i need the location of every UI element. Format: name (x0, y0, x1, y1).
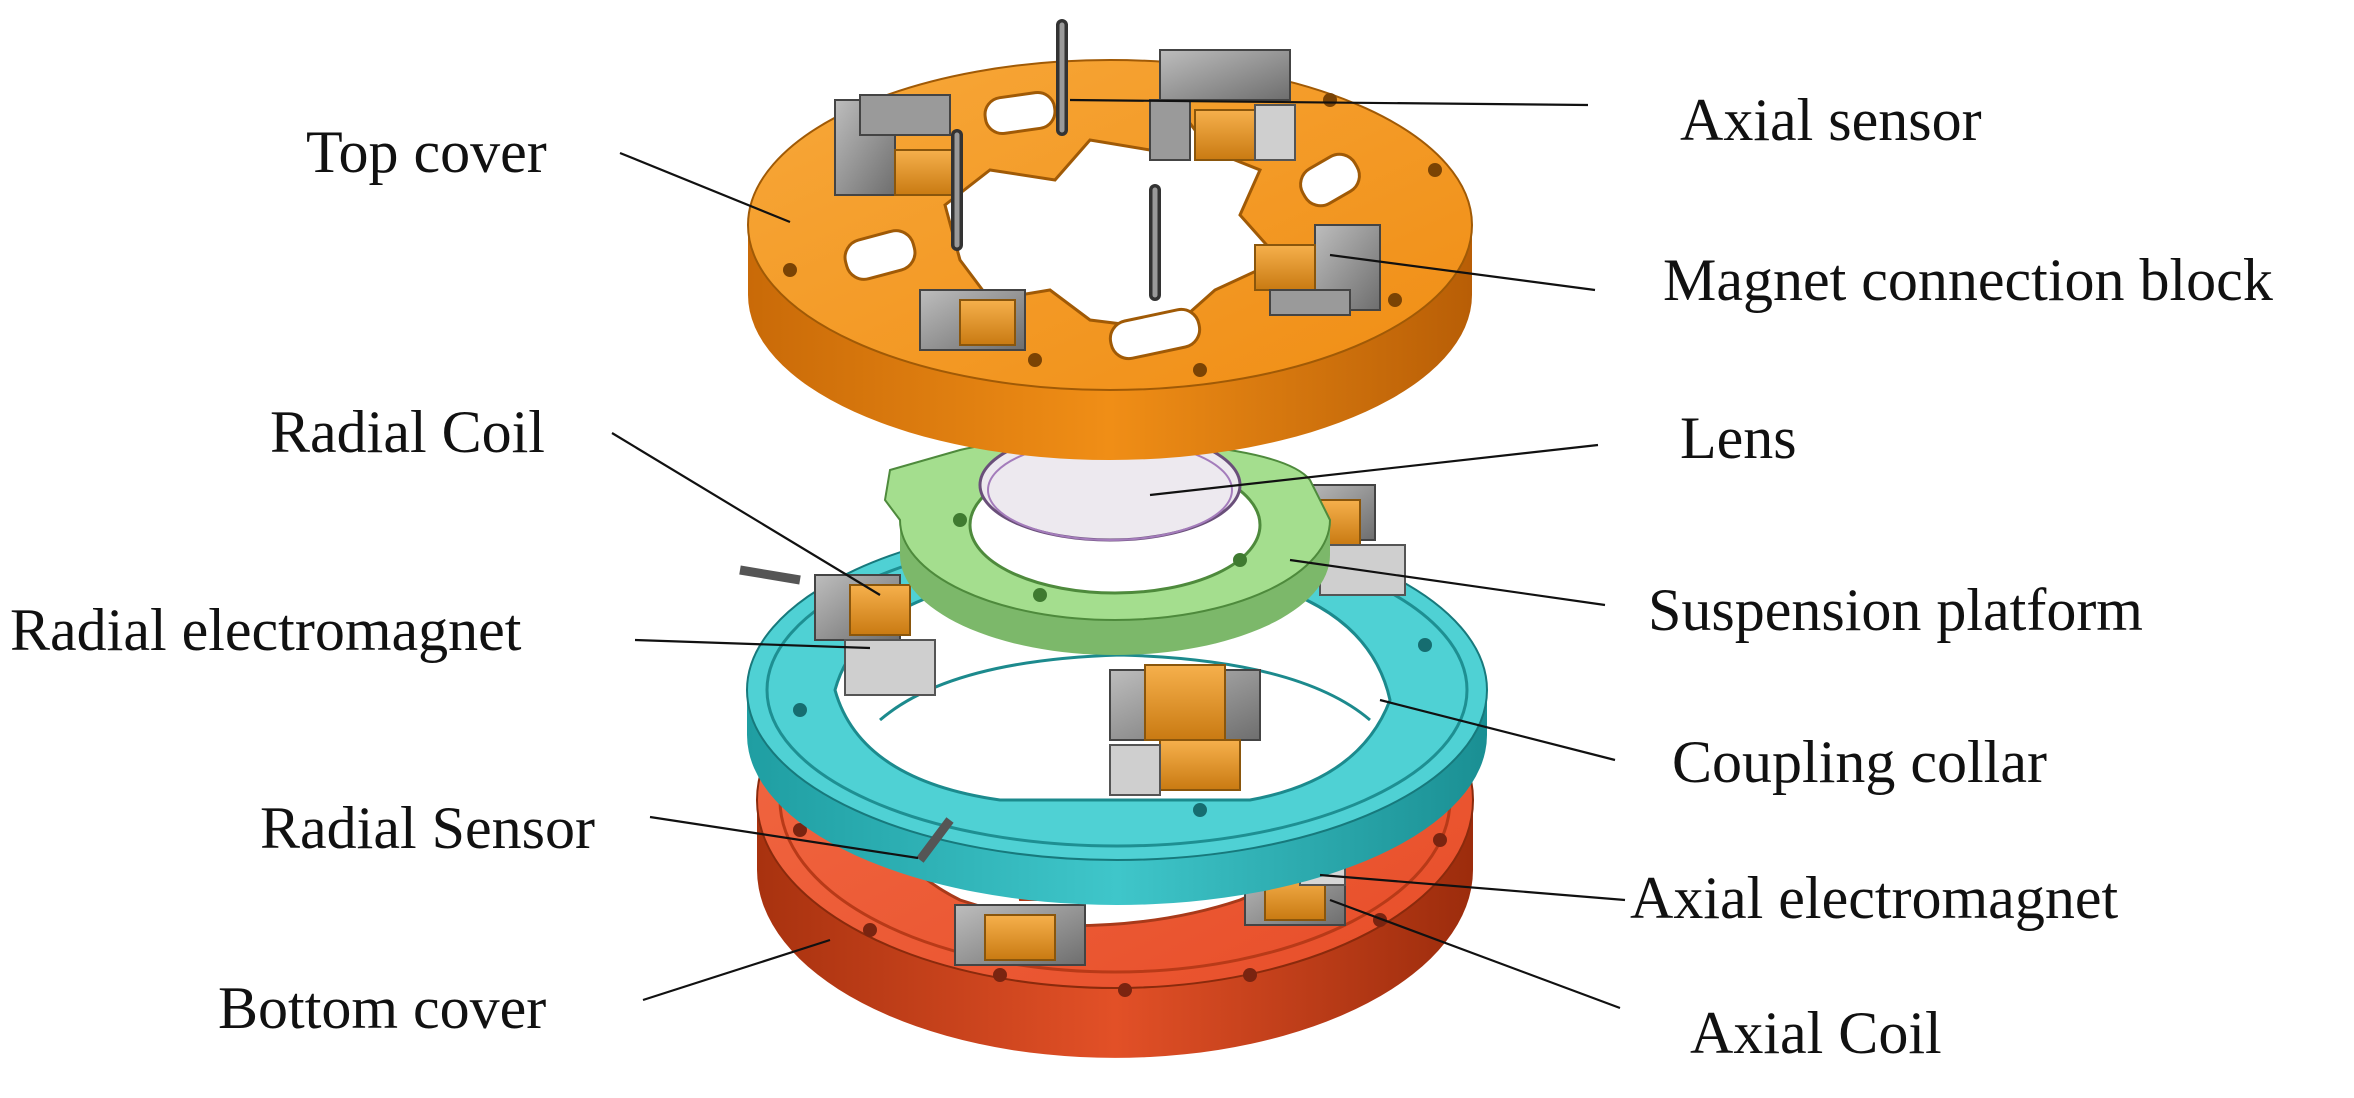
label-radial-coil: Radial Coil (270, 399, 545, 465)
label-top-cover: Top cover (306, 119, 547, 185)
magnet-connection-block-bottom (919, 289, 1026, 351)
label-radial-sensor: Radial Sensor (260, 795, 595, 861)
label-bottom-cover: Bottom cover (218, 975, 547, 1041)
suspension-platform (883, 428, 1332, 655)
bottom-magnet-left (954, 904, 1086, 966)
top-cover (747, 19, 1473, 460)
label-axial-electromagnet: Axial electromagnet (1630, 865, 2119, 931)
label-lens: Lens (1680, 405, 1797, 471)
label-coupling-collar: Coupling collar (1672, 729, 2047, 795)
radial-magnet-center (1109, 664, 1261, 796)
magnet-connection-block-top (1149, 49, 1296, 161)
coupling-collar (739, 484, 1488, 905)
label-axial-sensor: Axial sensor (1680, 87, 1982, 153)
label-suspension-platform: Suspension platform (1648, 577, 2143, 643)
radial-magnet-left (814, 574, 936, 696)
leader-lines (611, 98, 1626, 1010)
axial-sensor-rods (951, 19, 1161, 301)
magnet-connection-block-left (834, 94, 956, 196)
label-magnet-connection-block: Magnet connection block (1663, 247, 2273, 313)
label-axial-coil: Axial Coil (1690, 1000, 1942, 1066)
label-radial-electromagnet: Radial electromagnet (10, 597, 522, 663)
magnet-connection-block-right (1254, 224, 1381, 316)
